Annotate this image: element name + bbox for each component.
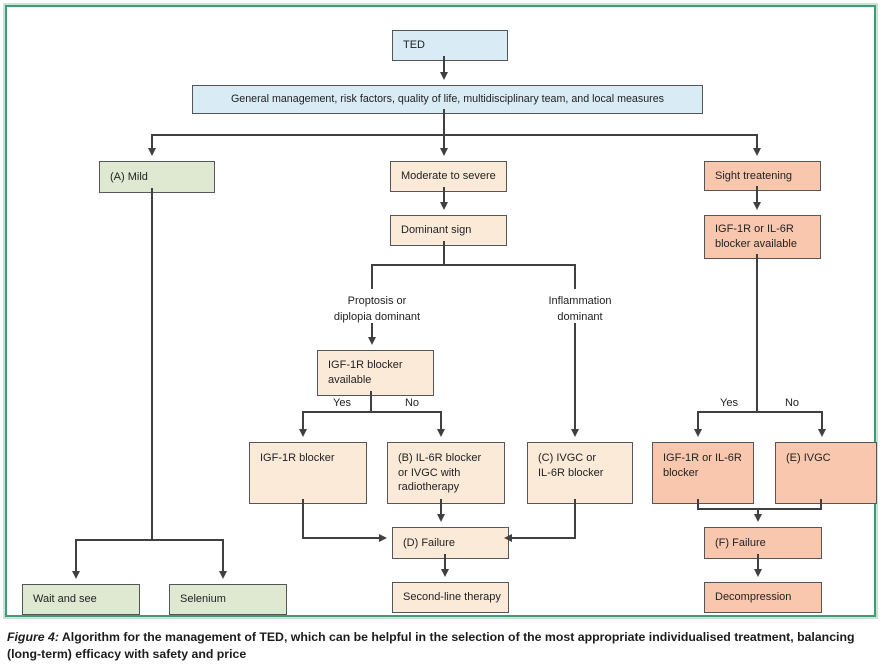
arrowhead-down-icon bbox=[439, 72, 448, 80]
node-c-ivgc-il6r-blocker: (C) IVGC or IL-6R blocker bbox=[527, 442, 633, 504]
connector-line bbox=[820, 499, 822, 510]
connector-line bbox=[697, 499, 699, 510]
connector-line bbox=[512, 537, 576, 539]
node-dominant-sign: Dominant sign bbox=[390, 215, 507, 246]
node-decompression: Decompression bbox=[704, 582, 822, 613]
label-no-left: No bbox=[404, 397, 420, 409]
connector-line bbox=[371, 323, 373, 337]
node-f-failure: (F) Failure bbox=[704, 527, 822, 559]
node-general-management: General management, risk factors, qualit… bbox=[192, 85, 703, 114]
node-selenium: Selenium bbox=[169, 584, 287, 615]
arrowhead-down-icon bbox=[440, 569, 449, 577]
arrowhead-down-icon bbox=[436, 429, 445, 437]
node-igf1r-blocker: IGF-1R blocker bbox=[249, 442, 367, 504]
node-igf1r-il6r-blocker: IGF-1R or IL-6R blocker bbox=[652, 442, 754, 504]
connector-line bbox=[756, 135, 758, 148]
connector-line bbox=[371, 265, 373, 289]
connector-line bbox=[697, 411, 823, 413]
arrowhead-down-icon bbox=[752, 148, 761, 156]
connector-line bbox=[75, 539, 224, 541]
connector-line bbox=[440, 412, 442, 429]
arrowhead-down-icon bbox=[752, 202, 761, 210]
arrowhead-down-icon bbox=[817, 429, 826, 437]
connector-line bbox=[697, 508, 822, 510]
arrowhead-down-icon bbox=[71, 571, 80, 579]
connector-line bbox=[574, 323, 576, 429]
arrowhead-right-icon bbox=[379, 533, 387, 542]
flowchart-panel: TED General management, risk factors, qu… bbox=[5, 5, 877, 617]
node-ted: TED bbox=[392, 30, 508, 61]
connector-line bbox=[443, 56, 445, 72]
node-second-line-therapy: Second-line therapy bbox=[392, 582, 509, 613]
node-d-failure: (D) Failure bbox=[392, 527, 509, 559]
node-moderate-to-severe: Moderate to severe bbox=[390, 161, 507, 192]
connector-line bbox=[443, 109, 445, 135]
connector-line bbox=[444, 554, 446, 569]
figure-caption-text: Algorithm for the management of TED, whi… bbox=[7, 630, 855, 661]
arrowhead-left-icon bbox=[504, 533, 512, 542]
arrowhead-down-icon bbox=[753, 514, 762, 522]
arrowhead-down-icon bbox=[439, 202, 448, 210]
connector-line bbox=[574, 265, 576, 289]
label-inflammation-dominant: Inflammation dominant bbox=[548, 295, 612, 323]
arrowhead-down-icon bbox=[436, 514, 445, 522]
arrowhead-down-icon bbox=[147, 148, 156, 156]
label-proptosis-diplopia-dominant: Proptosis or diplopia dominant bbox=[333, 295, 421, 323]
arrowhead-down-icon bbox=[753, 569, 762, 577]
connector-line bbox=[443, 241, 445, 266]
connector-line bbox=[302, 411, 442, 413]
arrowhead-down-icon bbox=[439, 148, 448, 156]
label-yes-left: Yes bbox=[333, 397, 351, 409]
connector-line bbox=[222, 540, 224, 571]
connector-line bbox=[151, 188, 153, 541]
node-b-il6r-blocker-ivgc-radiotherapy: (B) IL-6R blocker or IVGC with radiother… bbox=[387, 442, 505, 504]
connector-line bbox=[443, 135, 445, 148]
arrowhead-down-icon bbox=[298, 429, 307, 437]
connector-line bbox=[574, 499, 576, 539]
connector-line bbox=[151, 134, 758, 136]
arrowhead-down-icon bbox=[367, 337, 376, 345]
connector-line bbox=[75, 540, 77, 571]
node-igf1r-il6r-blocker-available: IGF-1R or IL-6R blocker available bbox=[704, 215, 821, 259]
node-wait-and-see: Wait and see bbox=[22, 584, 140, 615]
connector-line bbox=[757, 554, 759, 569]
connector-line bbox=[757, 509, 759, 514]
connector-line bbox=[697, 412, 699, 429]
label-yes-right: Yes bbox=[720, 397, 738, 409]
connector-line bbox=[440, 499, 442, 514]
node-e-ivgc: (E) IVGC bbox=[775, 442, 877, 504]
connector-line bbox=[302, 412, 304, 429]
arrowhead-down-icon bbox=[570, 429, 579, 437]
connector-line bbox=[302, 499, 304, 539]
connector-line bbox=[756, 186, 758, 202]
node-mild: (A) Mild bbox=[99, 161, 215, 193]
figure-caption-label: Figure 4: bbox=[7, 630, 59, 644]
figure-caption: Figure 4: Algorithm for the management o… bbox=[7, 629, 871, 662]
connector-line bbox=[151, 135, 153, 148]
node-igf1r-blocker-available: IGF-1R blocker available bbox=[317, 350, 434, 396]
arrowhead-down-icon bbox=[693, 429, 702, 437]
arrowhead-down-icon bbox=[218, 571, 227, 579]
label-no-right: No bbox=[784, 397, 800, 409]
connector-line bbox=[756, 254, 758, 413]
node-sight-threatening: Sight treatening bbox=[704, 161, 821, 191]
connector-line bbox=[821, 412, 823, 429]
connector-line bbox=[371, 264, 576, 266]
connector-line bbox=[370, 391, 372, 413]
connector-line bbox=[443, 187, 445, 202]
connector-line bbox=[302, 537, 379, 539]
